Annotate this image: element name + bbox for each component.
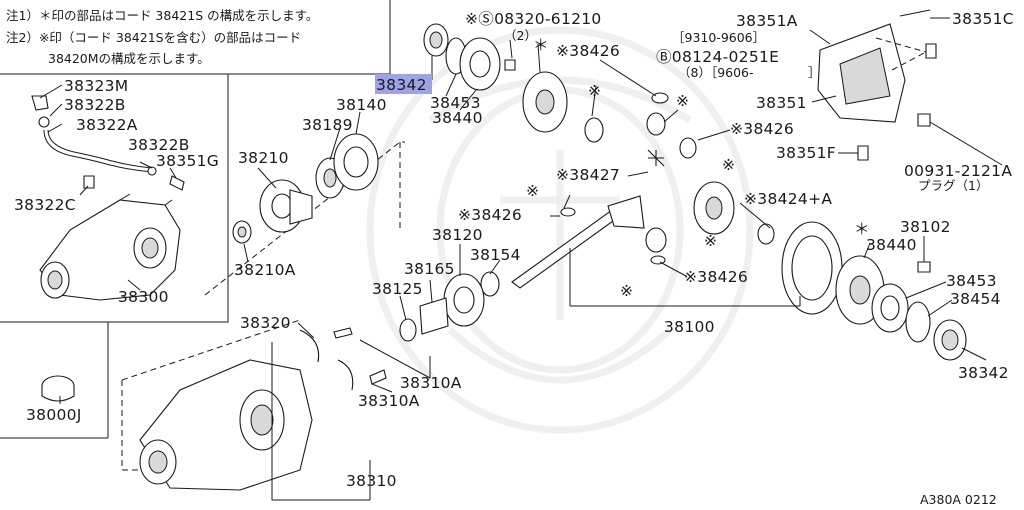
- breather-assembly: [31, 95, 185, 191]
- label-date-a: ［9310-9606］: [672, 30, 765, 45]
- label-38427[interactable]: ※38427: [556, 166, 620, 184]
- label-38342-top[interactable]: 38342: [376, 76, 427, 94]
- label-38100[interactable]: 38100: [664, 318, 715, 336]
- label-mark-e: ※: [704, 232, 717, 250]
- label-38300[interactable]: 38300: [118, 288, 169, 306]
- note-line-1: 注1）＊印の部品はコード 38421S の構成を示します。: [6, 8, 318, 23]
- pinion-bearing-38140: [315, 133, 379, 199]
- side-bearing-upper: [423, 23, 516, 91]
- label-38165[interactable]: 38165: [404, 260, 455, 278]
- label-38351[interactable]: 38351: [756, 94, 807, 112]
- label-bolt2-spec[interactable]: Ⓑ08124-0251E: [656, 48, 779, 66]
- rear-cover-38351: [817, 9, 937, 161]
- label-38342-bot[interactable]: 38342: [958, 364, 1009, 382]
- label-mark-b: ※: [676, 92, 689, 110]
- label-38000J[interactable]: 38000J: [26, 406, 82, 424]
- label-mark-d: ※: [526, 182, 539, 200]
- leader-lines: [39, 17, 1003, 501]
- label-38102[interactable]: 38102: [900, 218, 951, 236]
- highlight-box: [375, 74, 432, 94]
- label-mark-a: ※: [588, 82, 601, 100]
- label-38210A[interactable]: 38210A: [234, 261, 296, 279]
- part-labels: 38323M 38322B 38322A 38322B 38351G 38322…: [14, 10, 1014, 507]
- label-star-b: ＊: [854, 220, 870, 238]
- label-38440-top[interactable]: 38440: [432, 109, 483, 127]
- label-bracket-close: ］: [808, 65, 821, 80]
- label-38426-d[interactable]: ※38426: [684, 268, 748, 286]
- label-38322C[interactable]: 38322C: [14, 196, 76, 214]
- label-38440-bot[interactable]: 38440: [866, 236, 917, 254]
- label-mark-f: ※: [620, 282, 633, 300]
- label-38322B-mid[interactable]: 38322B: [128, 136, 190, 154]
- label-38125[interactable]: 38125: [372, 280, 423, 298]
- label-mark-c: ※: [722, 156, 735, 174]
- label-38453-bot[interactable]: 38453: [946, 272, 997, 290]
- label-38154[interactable]: 38154: [470, 246, 521, 264]
- label-38120[interactable]: 38120: [432, 226, 483, 244]
- label-bolt2-qty: （8）［9606-: [678, 65, 754, 80]
- label-38320[interactable]: 38320: [240, 314, 291, 332]
- footer-code: A380A 0212: [920, 492, 997, 507]
- group-outlines: [0, 74, 405, 471]
- label-38189[interactable]: 38189: [302, 116, 353, 134]
- label-38323M[interactable]: 38323M: [64, 77, 128, 95]
- label-38424A[interactable]: ※38424+A: [744, 190, 832, 208]
- label-38310A-b[interactable]: 38310A: [358, 392, 420, 410]
- label-bolt-qty: （2）: [504, 28, 537, 43]
- label-38351A[interactable]: 38351A: [736, 12, 798, 30]
- label-38351G[interactable]: 38351G: [156, 152, 219, 170]
- label-38426-a[interactable]: ※38426: [556, 42, 620, 60]
- label-38322B-top[interactable]: 38322B: [64, 96, 126, 114]
- note-line-3: 38420Mの構成を示します。: [48, 51, 210, 66]
- label-38210[interactable]: 38210: [238, 149, 289, 167]
- label-star-a: ＊: [533, 36, 549, 54]
- plug-38000J: [41, 375, 75, 402]
- label-plug-code[interactable]: 00931-2121A: [904, 162, 1012, 180]
- companion-flange-38210: [232, 179, 313, 244]
- label-38426-b[interactable]: ※38426: [730, 120, 794, 138]
- label-38351F[interactable]: 38351F: [776, 144, 836, 162]
- label-38140[interactable]: 38140: [336, 96, 387, 114]
- gear-carrier-38310: [139, 327, 387, 491]
- notes-box: 注1）＊印の部品はコード 38421S の構成を示します。 注2）※印（コード …: [0, 0, 391, 75]
- label-38310A-a[interactable]: 38310A: [400, 374, 462, 392]
- note-line-2: 注2）※印（コード 38421Sを含む）の部品はコード: [6, 30, 301, 45]
- label-bolt-spec[interactable]: ※Ⓢ08320-61210: [465, 10, 602, 28]
- label-38426-c[interactable]: ※38426: [458, 206, 522, 224]
- label-38310[interactable]: 38310: [346, 472, 397, 490]
- label-38454[interactable]: 38454: [950, 290, 1001, 308]
- label-38453-top[interactable]: 38453: [430, 94, 481, 112]
- label-38351C[interactable]: 38351C: [952, 10, 1014, 28]
- side-bearing-lower: [871, 261, 967, 361]
- diff-case: [522, 71, 697, 167]
- drive-pinion-38100: [399, 181, 775, 342]
- label-38322A[interactable]: 38322A: [76, 116, 138, 134]
- label-plug-name: プラグ（1）: [918, 178, 988, 193]
- differential-carrier-38300: [39, 193, 181, 301]
